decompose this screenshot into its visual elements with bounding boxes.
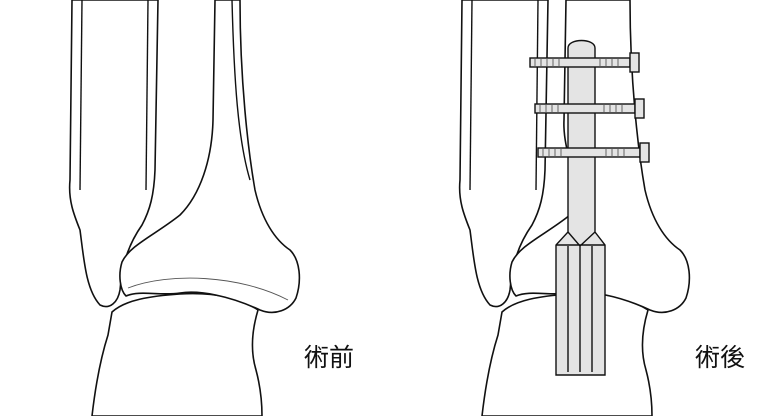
- screw: [537, 142, 650, 163]
- screw: [529, 52, 640, 73]
- fibula: [458, 0, 549, 308]
- fibula-cortex: [79, 0, 83, 191]
- preoperative-label: 術前: [304, 343, 355, 372]
- fibula: [68, 0, 159, 308]
- fracture-line: [127, 277, 289, 301]
- fibula-cortex: [535, 0, 539, 191]
- postoperative-label: 術後: [695, 343, 746, 372]
- tibia-cortex: [231, 0, 251, 181]
- screw: [534, 98, 645, 119]
- tibia: [119, 0, 301, 314]
- postoperative-figure: [458, 0, 691, 416]
- preoperative-figure: [68, 0, 301, 416]
- fibula-cortex: [145, 0, 149, 191]
- intramedullary-nail: [555, 39, 606, 376]
- fibula-cortex: [469, 0, 473, 191]
- talus: [91, 292, 263, 416]
